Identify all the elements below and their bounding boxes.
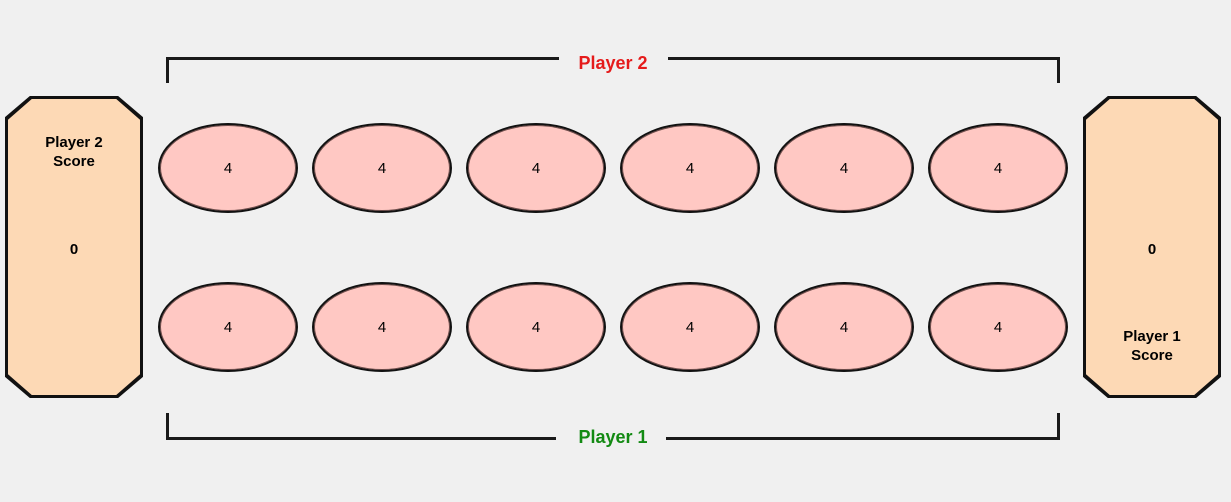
player-2-label: Player 2 [578,53,648,73]
player-1-pit-3[interactable]: 4 [466,282,606,372]
player-2-pit-3[interactable]: 4 [466,123,606,213]
player-2-store-title-line2: Score [53,153,95,170]
player-1-pit-1[interactable]: 4 [158,282,298,372]
player-1-store: 0 Player 1 Score [1083,96,1221,398]
player-2-pit-6[interactable]: 4 [928,123,1068,213]
player-1-label: Player 1 [578,427,648,447]
player-2-score: 0 [69,241,79,258]
player-2-pit-5[interactable]: 4 [774,123,914,213]
player-2-store-title-line1: Player 2 [45,134,103,151]
player-2-pit-1[interactable]: 4 [158,123,298,213]
player-2-pit-4[interactable]: 4 [620,123,760,213]
player-2-store: Player 2 Score 0 [5,96,143,398]
player-1-store-title-line1: Player 1 [1123,328,1181,345]
player-1-pit-6[interactable]: 4 [928,282,1068,372]
player-2-pit-2[interactable]: 4 [312,123,452,213]
player-1-pit-4[interactable]: 4 [620,282,760,372]
player-1-score: 0 [1147,241,1157,258]
player-1-pit-2[interactable]: 4 [312,282,452,372]
player-1-store-title-line2: Score [1131,347,1173,364]
player-1-pit-5[interactable]: 4 [774,282,914,372]
